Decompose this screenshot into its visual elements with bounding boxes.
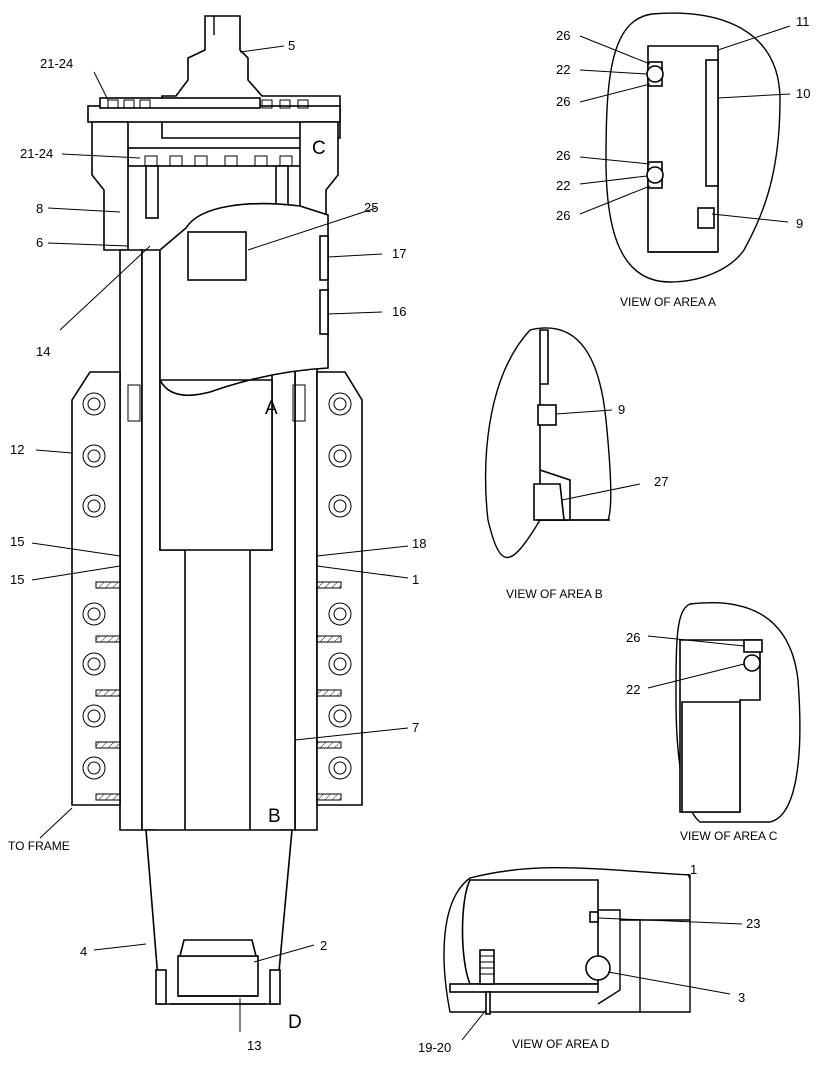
view-a-callout-9: 9 [796,216,803,231]
callout-7: 7 [412,720,419,735]
callout-21-24-top: 21-24 [40,56,73,71]
main-leader-lines [31,45,409,1032]
callout-14: 14 [36,344,50,359]
view-d-callout-23: 23 [746,916,760,931]
upper-housing [91,121,129,251]
area-letter-b: B [268,806,281,827]
view-a-callout-26d: 26 [556,208,570,223]
callout-15a: 15 [10,534,24,549]
area-letter-d: D [288,1012,302,1033]
view-b-callout-27: 27 [654,474,668,489]
view-b-title: VIEW OF AREA B [506,587,603,601]
view-a-callout-11: 11 [796,14,810,29]
view-d-callout-1: 1 [690,862,697,877]
view-d-title: VIEW OF AREA D [512,1037,610,1051]
callout-17: 17 [392,246,406,261]
roller-stack-right [328,392,352,780]
view-a-callout-26b: 26 [556,94,570,109]
main-callouts: 5 21-24 21-24 8 6 14 25 17 16 12 15 15 1… [8,38,426,1053]
callout-5: 5 [288,38,295,53]
roller-stack-left [82,392,106,780]
view-c-callout-22: 22 [626,682,640,697]
callout-25: 25 [364,200,378,215]
piston-head [159,202,329,551]
view-a-callout-22b: 22 [556,178,570,193]
view-area-c: 26 22 VIEW OF AREA C [626,601,801,843]
view-a-callout-22a: 22 [556,62,570,77]
to-frame-label: TO FRAME [8,839,70,853]
callout-15b: 15 [10,572,24,587]
label-plate-25 [187,231,247,281]
view-c-title: VIEW OF AREA C [680,829,778,843]
callout-1: 1 [412,572,419,587]
view-a-callout-10: 10 [796,86,810,101]
callout-18: 18 [412,536,426,551]
area-letter-c: C [312,138,326,159]
view-area-b: 9 27 VIEW OF AREA B [484,327,668,601]
bottom-plug [177,955,259,997]
callout-6: 6 [36,235,43,250]
callout-2: 2 [320,938,327,953]
view-area-d: 1 23 3 19-20 VIEW OF AREA D [418,862,760,1055]
callout-13: 13 [247,1038,261,1053]
callout-8: 8 [36,201,43,216]
view-a-title: VIEW OF AREA A [620,295,716,309]
area-letter-a: A [265,398,278,419]
callout-16: 16 [392,304,406,319]
outer-tube-left [119,249,143,831]
view-d-callout-3: 3 [738,990,745,1005]
view-d-callout-19-20: 19-20 [418,1040,451,1055]
view-c-callout-26: 26 [626,630,640,645]
callout-12: 12 [10,442,24,457]
callout-4: 4 [80,944,87,959]
main-assembly [71,15,363,1005]
view-area-a: 26 22 26 26 22 26 11 10 9 VIEW OF AREA A [556,12,810,309]
view-a-callout-26a: 26 [556,28,570,43]
view-b-callout-9: 9 [618,402,625,417]
view-a-callout-26c: 26 [556,148,570,163]
callout-21-24-mid: 21-24 [20,146,53,161]
